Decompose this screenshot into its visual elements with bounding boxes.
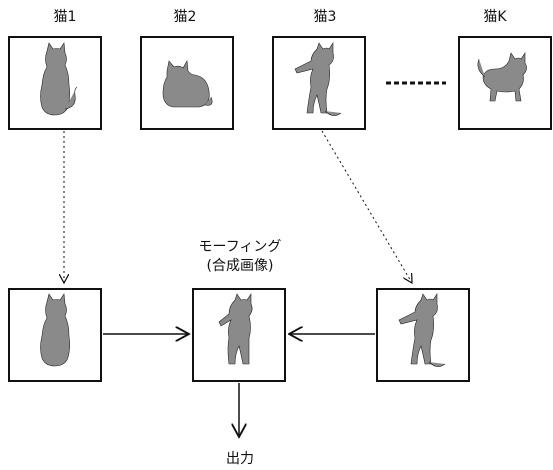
cat-2-label: 猫2 [173, 9, 197, 25]
morphing-label: モーフィング [198, 239, 282, 255]
cat-k-label: 猫K [483, 9, 507, 25]
cat-morph-icon [218, 293, 253, 365]
dotted-arrow-cat3-diagonal [321, 130, 412, 283]
composite-image-label: (合成画像) [206, 258, 274, 274]
cat-walking-icon [477, 52, 527, 102]
cat-standing-up-icon [294, 42, 342, 116]
cat-loaf-icon [162, 60, 213, 108]
cat-1-label: 猫1 [53, 9, 77, 25]
cat-standing-up-icon [398, 293, 446, 367]
cat-3-label: 猫3 [313, 9, 337, 25]
output-label: 出力 [226, 451, 254, 467]
cat-sitting-back-icon [40, 293, 70, 367]
cat-sitting-back-icon [40, 42, 78, 116]
